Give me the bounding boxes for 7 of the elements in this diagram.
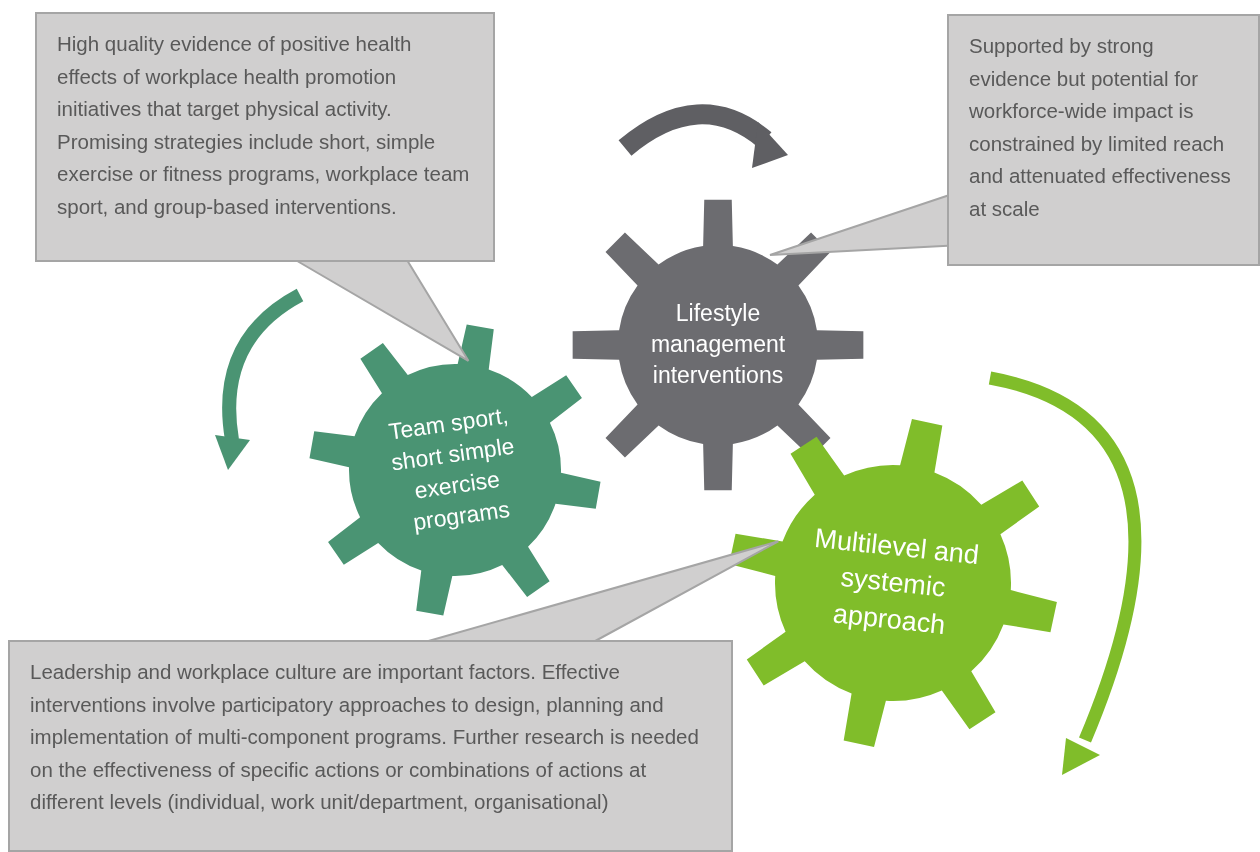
gear-label: Lifestyle management interventions bbox=[649, 299, 787, 391]
gear-label: Team sport, short simple exercise programs bbox=[386, 401, 517, 538]
callout-text: High quality evidence of positive health effects of workplace health promotion initiatives that target physical activity. Promising strategies include short, simple exercise or fitness programs, workplace team sport, and group-based interventions. bbox=[57, 32, 470, 218]
callout-text: Leadership and workplace culture are important factors. Effective interventions involve participatory approaches to design, planning and implementation of multi-component programs. Further research is needed on the effectiveness of specific actions or combinations of actions at different levels (individual, work unit/department, organisational) bbox=[30, 660, 699, 813]
callout-box bbox=[947, 14, 1260, 266]
callout-text: Supported by strong evidence but potential for workforce-wide impact is constrained by limited reach and attenuated effectiveness at scale bbox=[969, 34, 1231, 220]
gear-label: Multilevel and systemic approach bbox=[812, 521, 982, 642]
